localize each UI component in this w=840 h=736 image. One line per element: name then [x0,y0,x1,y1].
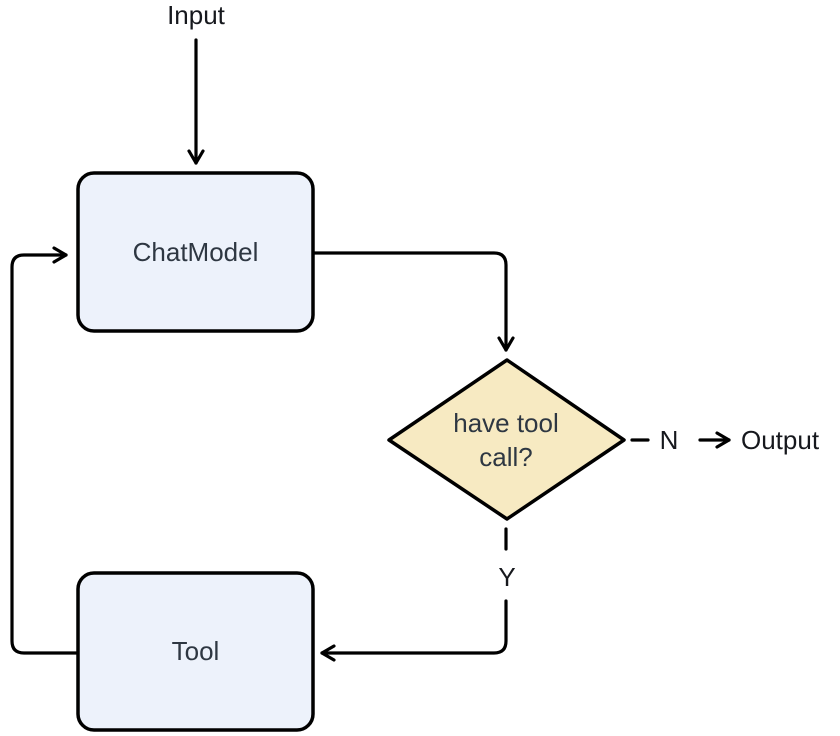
tool-node [76,571,315,732]
edge-label-yes: Y [498,561,516,592]
input-label: Input [167,0,225,30]
edges-group [10,38,731,662]
decision-label: have tool call? [396,404,616,476]
edge-chatmodel-to-decision [311,251,515,352]
chatmodel-label: ChatModel [132,236,259,267]
chatmodel-node [76,171,315,333]
tool-label: Tool [171,636,220,667]
decision-diamond [387,358,626,521]
edge-yes-to-tool [320,599,508,662]
decision-label-line2: call? [479,442,533,472]
output-label: Output [741,424,820,455]
edge-tool-to-chatmodel-loop [10,246,80,655]
decision-label-line1: have tool [453,408,559,438]
edge-label-no: N [659,424,679,455]
nodes-group [76,171,626,732]
